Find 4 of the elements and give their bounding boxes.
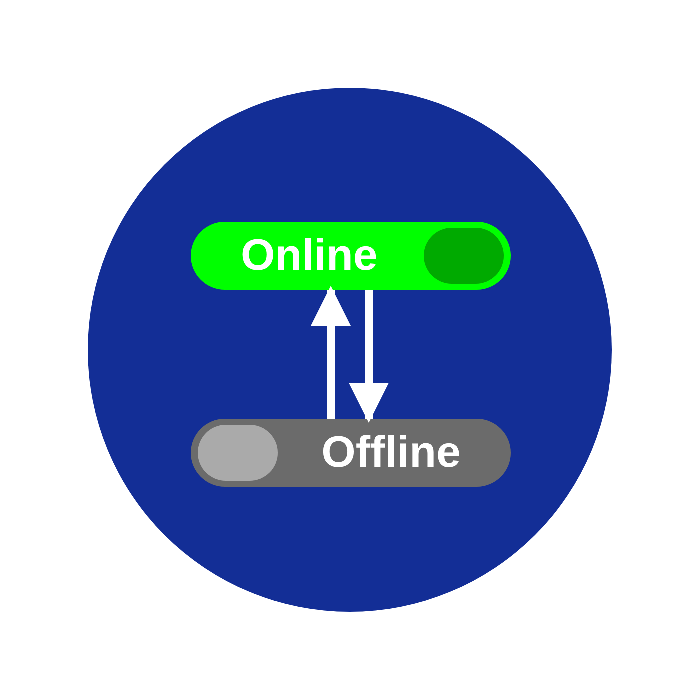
arrow <box>349 290 389 423</box>
arrow <box>311 286 351 419</box>
toggle-switch: Online <box>191 222 511 290</box>
toggle-switch: Offline <box>191 419 511 487</box>
